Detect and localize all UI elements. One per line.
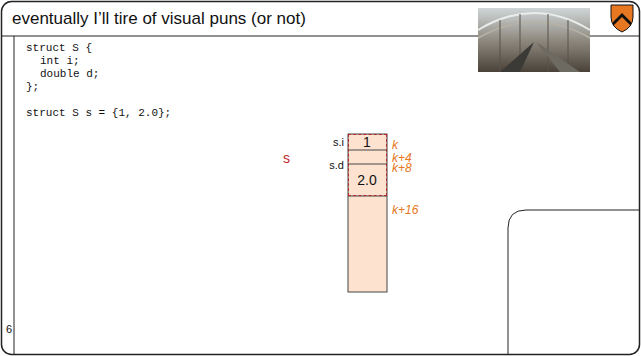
corner-decoration bbox=[508, 210, 639, 354]
address-label: k bbox=[392, 138, 398, 152]
code-line: double d; bbox=[40, 68, 99, 80]
university-shield bbox=[611, 5, 633, 32]
station-photo bbox=[478, 8, 590, 72]
memory-cell: 1 bbox=[348, 134, 387, 151]
code-line: int i; bbox=[40, 55, 80, 67]
cell-value: 2.0 bbox=[357, 172, 376, 188]
memory-column bbox=[348, 134, 387, 292]
code-line: struct S s = {1, 2.0}; bbox=[26, 107, 171, 119]
address-label: k+16 bbox=[392, 203, 418, 217]
left-rule bbox=[14, 36, 15, 354]
slide-title: eventually I’ll tire of visual puns (or … bbox=[12, 9, 306, 29]
field-name: s.i bbox=[333, 136, 344, 148]
address-label: k+8 bbox=[392, 161, 412, 175]
code-line: struct S { bbox=[26, 42, 92, 54]
memory-cell: 2.0 bbox=[348, 164, 387, 196]
code-line: }; bbox=[26, 81, 39, 93]
slide-number: 6 bbox=[6, 323, 12, 335]
cell-value: 1 bbox=[363, 134, 371, 150]
struct-region: s12.0 bbox=[348, 134, 387, 196]
struct-name: s bbox=[283, 150, 290, 166]
field-name: s.d bbox=[329, 159, 344, 171]
